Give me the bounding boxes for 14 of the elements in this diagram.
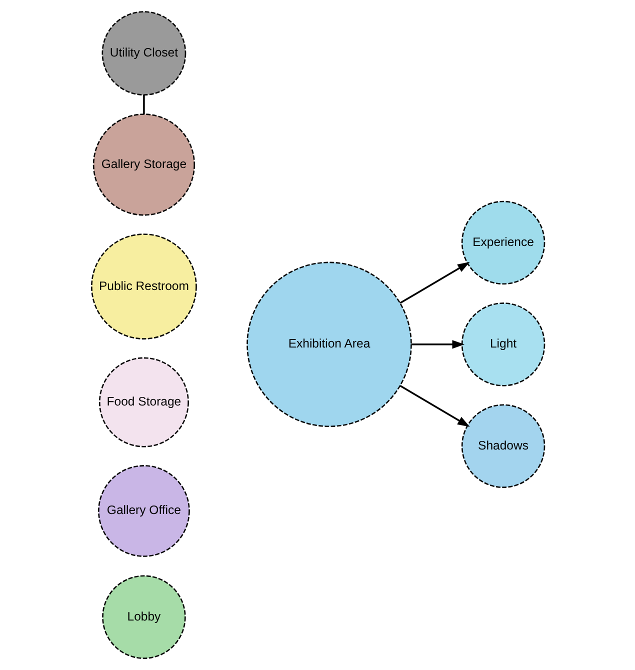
node-circle: Light	[460, 302, 545, 386]
arrow	[399, 385, 470, 427]
node-circle: Exhibition Area	[246, 262, 412, 428]
node-circle: Shadows	[460, 404, 545, 488]
node-circle: Gallery Office	[98, 465, 190, 557]
arrow	[410, 340, 464, 349]
node-circle: Food Storage	[98, 357, 188, 448]
node-circle: Utility Closet	[101, 11, 186, 96]
node-circle: Public Restroom	[90, 234, 196, 340]
node-circle: Lobby	[102, 575, 186, 659]
arrow	[399, 262, 470, 304]
node-circle: Gallery Storage	[92, 114, 195, 216]
connector	[142, 94, 144, 114]
node-circle: Experience	[460, 200, 545, 285]
